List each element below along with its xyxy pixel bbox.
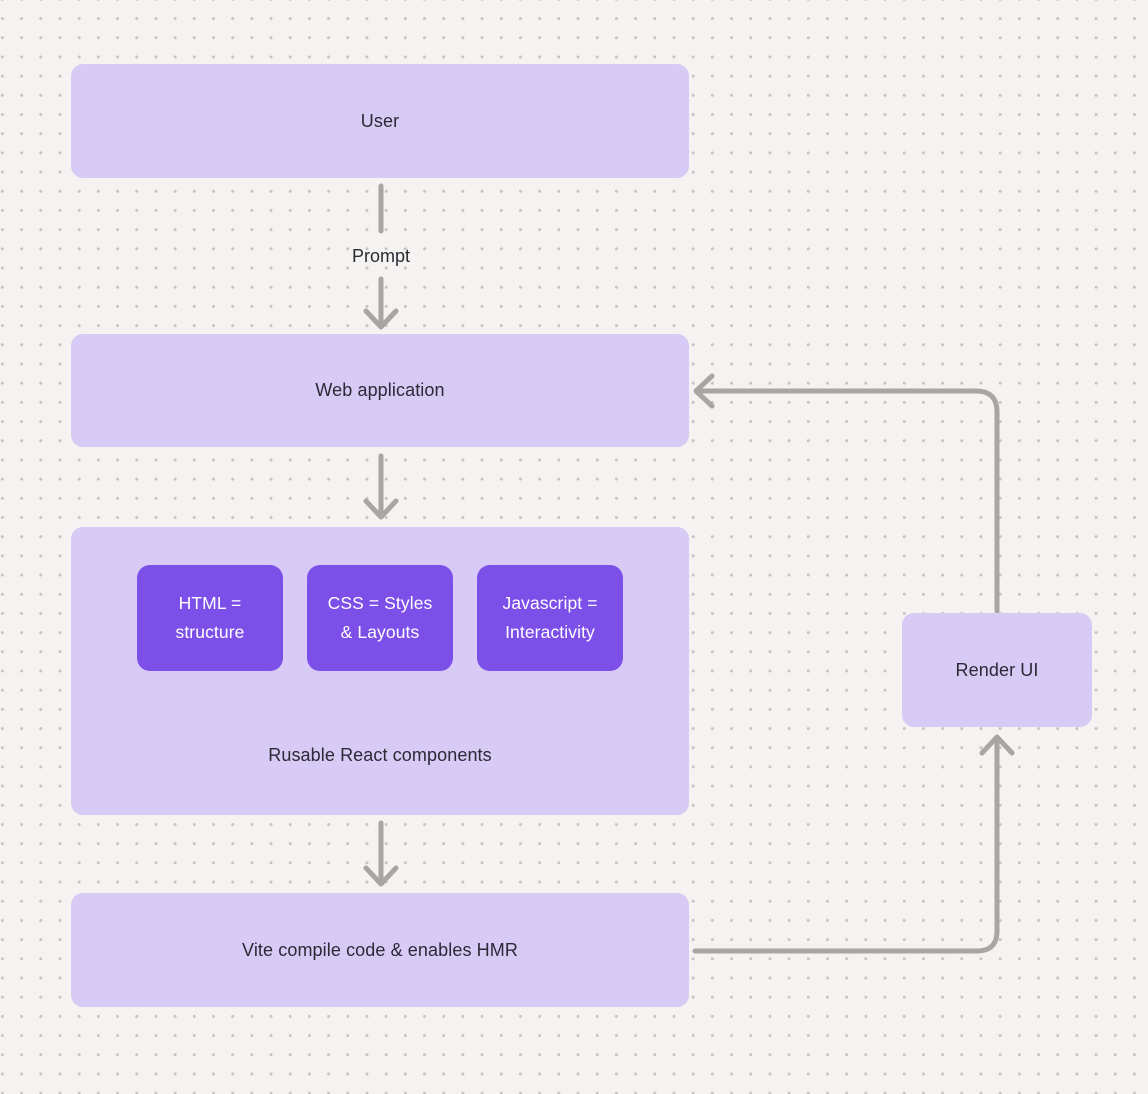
node-components-group[interactable]: HTML = structure CSS = Styles & Layouts …: [71, 527, 689, 815]
node-web-application-label: Web application: [315, 380, 445, 400]
node-html[interactable]: HTML = structure: [137, 565, 283, 671]
edge-web-to-group-arrow: [363, 453, 399, 520]
node-components-group-label: Rusable React components: [268, 745, 492, 765]
node-html-label: HTML = structure: [175, 593, 245, 642]
node-user-label: User: [360, 110, 400, 131]
components-row: HTML = structure CSS = Styles & Layouts …: [71, 565, 689, 671]
node-javascript[interactable]: Javascript = Interactivity: [477, 565, 623, 671]
edge-group-to-vite-arrow: [363, 820, 399, 887]
edge-vite-to-render-arrow: [692, 734, 1015, 954]
node-css-label: CSS = Styles & Layouts: [327, 593, 433, 642]
node-render-ui[interactable]: Render UI: [902, 613, 1092, 727]
node-vite-label: Vite compile code & enables HMR: [242, 939, 518, 960]
edge-render-to-web-arrow: [693, 373, 1000, 614]
node-render-ui-label: Render UI: [955, 659, 1039, 680]
edge-label-prompt: Prompt: [351, 246, 411, 266]
node-css[interactable]: CSS = Styles & Layouts: [307, 565, 453, 671]
node-vite[interactable]: Vite compile code & enables HMR: [71, 893, 689, 1007]
edge-user-to-web-arrow: [363, 276, 399, 330]
node-web-application[interactable]: Web application: [71, 334, 689, 447]
node-javascript-label: Javascript = Interactivity: [502, 593, 598, 642]
node-user[interactable]: User: [71, 64, 689, 178]
